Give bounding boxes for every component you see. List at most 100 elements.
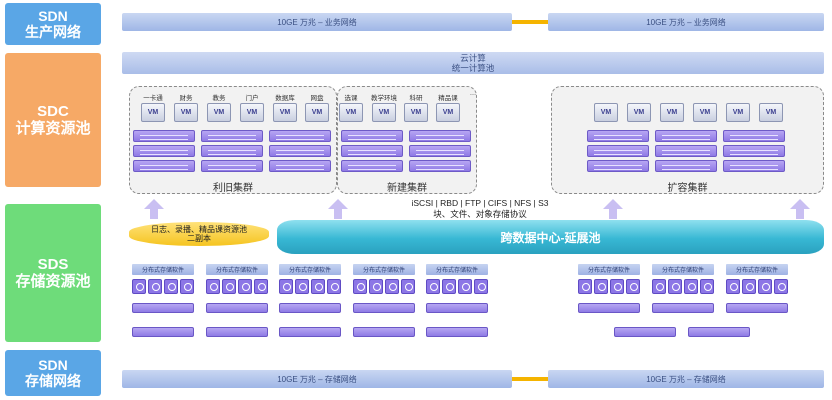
vm-icon: VM [240, 103, 264, 122]
business-network-bar-right: 10GE 万兆 – 业务网络 [548, 13, 824, 31]
business-network-label: 10GE 万兆 – 业务网络 [646, 17, 726, 27]
storage-software-bar: 分布式存储软件 [726, 264, 788, 275]
storage-software-bar: 分布式存储软件 [206, 264, 268, 275]
disk-icon [474, 279, 488, 294]
disk-icon [180, 279, 194, 294]
server-icon [409, 160, 471, 172]
disk-icon [426, 279, 440, 294]
disk-icon [442, 279, 456, 294]
storage-network-bar-right: 10GE 万兆 – 存储网络 [548, 370, 824, 388]
disk-icon [222, 279, 236, 294]
extension-pool-label: 跨数据中心-延展池 [500, 230, 601, 245]
disk-icon [401, 279, 415, 294]
app-name-label: 选课 [344, 95, 358, 102]
disk-icon [684, 279, 698, 294]
disk-array [426, 279, 488, 297]
log-pool-replica: 二副本 [187, 234, 211, 243]
server-icon [655, 160, 717, 172]
cloud-compute-subtitle: 统一计算池 [451, 63, 495, 73]
app-name-label: 财务 [179, 95, 193, 102]
disk-array [652, 279, 714, 297]
storage-software-bar: 分布式存储软件 [279, 264, 341, 275]
layer-label-sdc: SDC 计算资源池 [5, 53, 101, 187]
server-icon [655, 130, 717, 142]
server-icon [341, 130, 403, 142]
vm-icon: VM [141, 103, 165, 122]
cluster-name-new: 新建集群 [387, 183, 427, 194]
server-icon [269, 160, 331, 172]
disk-icon [668, 279, 682, 294]
disk-array [132, 279, 194, 297]
server-icon [723, 145, 785, 157]
disk-icon [353, 279, 367, 294]
vm-icon: VM [207, 103, 231, 122]
disk-icon [206, 279, 220, 294]
up-arrow-icon [790, 199, 810, 219]
disk-array [206, 279, 268, 297]
disk-icon [238, 279, 252, 294]
server-icon [723, 160, 785, 172]
storage-software-bar: 分布式存储软件 [426, 264, 488, 275]
storage-server-icon [132, 303, 194, 313]
storage-protocols: iSCSI | RBD | FTP | CIFS | NFS | S3 块、文件… [380, 198, 580, 219]
storage-server-icon [652, 303, 714, 313]
vm-icon: VM [594, 103, 618, 122]
disk-icon [578, 279, 592, 294]
layer-label-line2: 存储资源池 [15, 273, 91, 290]
storage-server-icon [426, 303, 488, 313]
vm-icon: VM [174, 103, 198, 122]
cluster-name-legacy: 利旧集群 [213, 183, 253, 194]
app-name-label: … [469, 90, 477, 97]
vm-icon: VM [693, 103, 717, 122]
server-icon [341, 160, 403, 172]
business-network-label: 10GE 万兆 – 业务网络 [277, 17, 357, 27]
vm-icon: VM [726, 103, 750, 122]
server-icon [133, 160, 195, 172]
vm-icon: VM [627, 103, 651, 122]
storage-software-bar: 分布式存储软件 [578, 264, 640, 275]
protocol-list: iSCSI | RBD | FTP | CIFS | NFS | S3 [411, 198, 549, 208]
disk-icon [726, 279, 740, 294]
storage-server-icon [132, 327, 194, 337]
server-icon [201, 130, 263, 142]
disk-icon [652, 279, 666, 294]
storage-server-icon [688, 327, 750, 337]
vm-icon: VM [305, 103, 329, 122]
server-icon [587, 160, 649, 172]
app-name-label: 一卡通 [143, 95, 163, 102]
layer-label-line2: 计算资源池 [15, 120, 91, 137]
server-icon [269, 130, 331, 142]
app-name-label: 教学环境 [371, 95, 397, 102]
disk-icon [279, 279, 293, 294]
log-resource-pool: 日志、录播、精品课资源池 二副本 [129, 222, 269, 246]
disk-icon [758, 279, 772, 294]
protocol-description: 块、文件、对象存储协议 [433, 208, 527, 219]
disk-icon [774, 279, 788, 294]
log-pool-title: 日志、录播、精品课资源池 [151, 224, 247, 234]
server-icon [587, 145, 649, 157]
disk-icon [458, 279, 472, 294]
app-name-label: 门户 [245, 95, 259, 102]
server-icon [409, 145, 471, 157]
storage-software-bar: 分布式存储软件 [353, 264, 415, 275]
app-name-label: 精品课 [438, 95, 458, 102]
disk-array [353, 279, 415, 297]
disk-array [726, 279, 788, 297]
disk-icon [594, 279, 608, 294]
vm-icon: VM [339, 103, 363, 122]
up-arrow-icon [144, 199, 164, 219]
network-link-connector [512, 20, 548, 24]
disk-icon [295, 279, 309, 294]
server-icon [341, 145, 403, 157]
server-icon [655, 145, 717, 157]
layer-label-sds: SDS 存储资源池 [5, 204, 101, 342]
disk-icon [385, 279, 399, 294]
storage-software-bar: 分布式存储软件 [652, 264, 714, 275]
server-icon [201, 160, 263, 172]
storage-server-icon [578, 303, 640, 313]
disk-icon [700, 279, 714, 294]
layer-label-line2: 生产网络 [25, 24, 81, 40]
storage-server-icon [279, 327, 341, 337]
cluster-name-expansion: 扩容集群 [667, 183, 708, 194]
up-arrow-icon [328, 199, 348, 219]
